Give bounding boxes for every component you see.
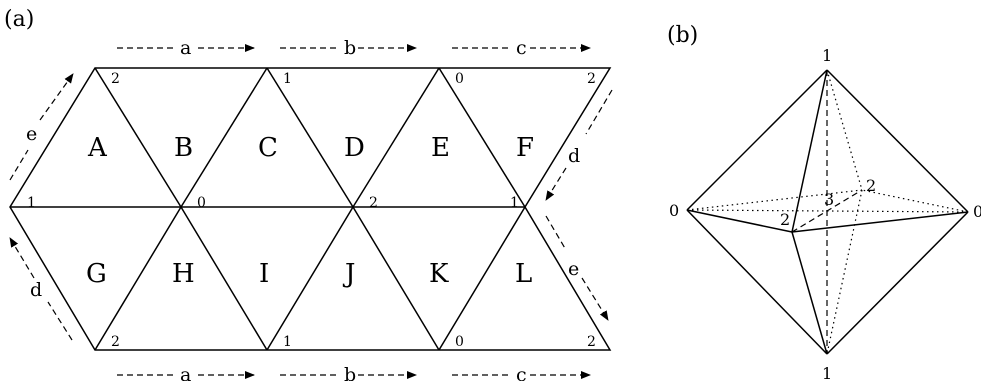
panel-label-a: (a) xyxy=(4,7,34,32)
net-edge xyxy=(438,206,526,351)
vertex-label: 0 xyxy=(455,334,464,350)
edge-arrow xyxy=(9,237,35,279)
net-edge xyxy=(94,67,182,208)
octahedron-back-edge xyxy=(826,189,863,355)
octahedron-back-edge xyxy=(861,189,969,213)
face-label: K xyxy=(429,259,449,289)
vertex-label: 1 xyxy=(27,195,36,211)
vertex-label: 2 xyxy=(369,195,378,211)
net-edge xyxy=(266,67,354,208)
octahedron-edge xyxy=(791,231,828,355)
edge-label: d xyxy=(568,145,580,167)
vertex-label: 2 xyxy=(587,71,596,87)
net-edge xyxy=(352,67,440,208)
vertex-label: 1 xyxy=(283,71,292,87)
octa-vertex-label: 3 xyxy=(824,190,834,209)
edge-arrow xyxy=(581,277,609,321)
face-label: C xyxy=(258,133,278,163)
net-edge xyxy=(180,67,268,208)
face-label: I xyxy=(259,259,269,289)
vertex-label: 2 xyxy=(111,334,120,350)
net-outline xyxy=(9,67,612,351)
octa-vertex-label: 1 xyxy=(822,364,832,381)
net-diagram: A B C D E F G H I J K L 2 1 0 2 1 0 2 1 … xyxy=(9,37,613,381)
edge-label: c xyxy=(516,37,527,59)
octahedron-back-edge xyxy=(826,69,863,191)
panel-label-b: (b) xyxy=(667,23,698,48)
edge-label: e xyxy=(568,258,579,280)
vertex-label: 1 xyxy=(510,195,519,211)
net-edge xyxy=(438,67,526,208)
edge-arrow xyxy=(9,149,29,181)
octa-vertex-label: 1 xyxy=(822,46,832,65)
net-edge xyxy=(94,206,182,351)
edge-arrow xyxy=(545,215,567,251)
face-label: D xyxy=(344,133,365,163)
edge-label: b xyxy=(344,37,356,59)
octahedron-diagram: 1 1 0 0 3 2 2 xyxy=(669,46,981,381)
octahedron-edge xyxy=(791,69,828,233)
vertex-label: 1 xyxy=(283,334,292,350)
octahedron-back-edge xyxy=(686,209,969,213)
edge-label: b xyxy=(344,364,356,381)
edge-arrow xyxy=(47,301,73,341)
octahedron-back-edge xyxy=(686,189,863,211)
net-edge xyxy=(352,206,440,351)
edge-label: a xyxy=(180,37,191,59)
edge-arrow xyxy=(585,89,613,135)
edge-label: e xyxy=(26,123,37,145)
net-edge xyxy=(180,206,268,351)
face-label: J xyxy=(342,259,355,289)
face-label: F xyxy=(516,133,534,163)
face-label: B xyxy=(174,133,193,163)
octahedron-edge xyxy=(791,211,969,233)
face-label: E xyxy=(431,133,450,163)
face-label: L xyxy=(515,259,532,289)
octahedron-edge xyxy=(686,209,793,233)
vertex-label: 0 xyxy=(197,195,206,211)
octa-vertex-label: 2 xyxy=(866,176,876,195)
face-label: G xyxy=(86,259,107,289)
octahedron-edge xyxy=(826,211,969,355)
octahedron-edge xyxy=(686,69,828,211)
vertex-label: 2 xyxy=(587,334,596,350)
octa-vertex-label: 0 xyxy=(669,201,679,220)
vertex-label: 2 xyxy=(111,71,120,87)
edge-arrow xyxy=(545,167,567,201)
net-edge xyxy=(266,206,354,351)
edge-label: c xyxy=(516,364,527,381)
edge-label: d xyxy=(30,279,42,301)
octa-vertex-label: 0 xyxy=(973,202,981,221)
octahedron-edge xyxy=(686,209,828,355)
edge-label: a xyxy=(180,364,191,381)
octahedron-edge xyxy=(826,69,969,213)
vertex-label: 0 xyxy=(455,71,464,87)
octa-vertex-label: 2 xyxy=(780,210,790,229)
face-label: H xyxy=(172,259,195,289)
face-label: A xyxy=(87,133,108,163)
